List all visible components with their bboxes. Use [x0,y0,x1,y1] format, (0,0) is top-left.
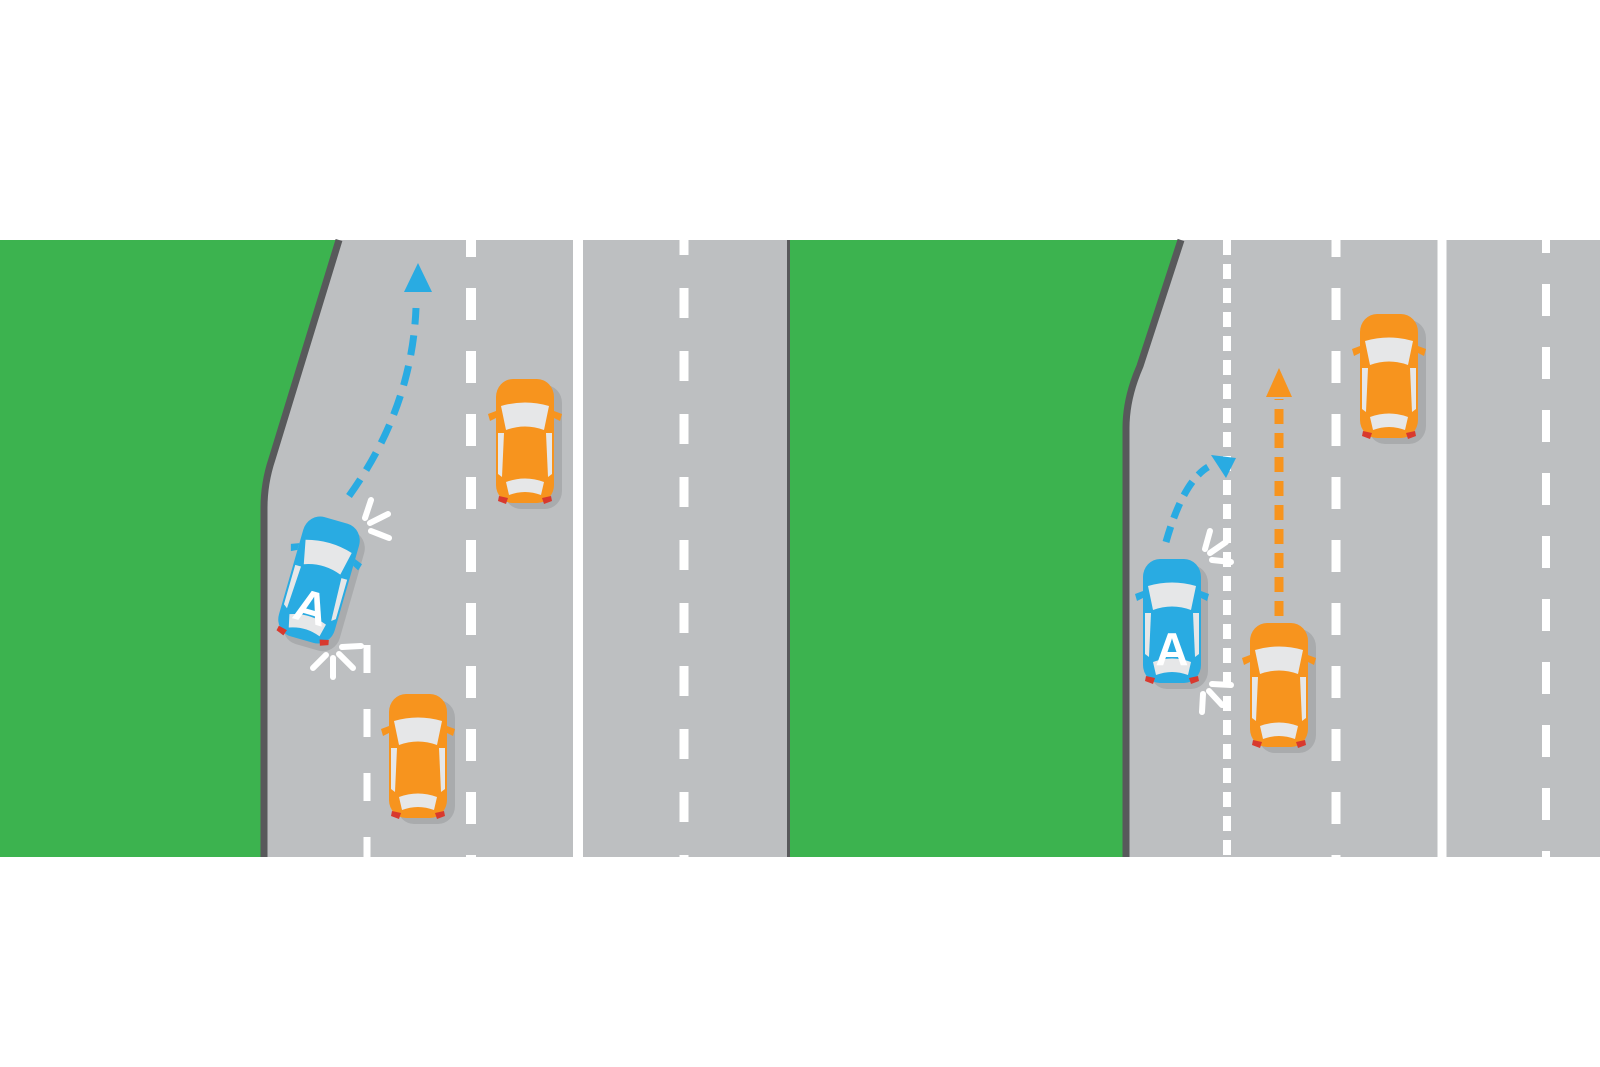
car-body [1352,314,1426,439]
orange-car-beside-right [1242,623,1316,753]
orange-car-behind-left [381,694,455,824]
orange-car-ahead-right [1352,314,1426,444]
indicator-flash-marks-left [310,497,392,680]
front-indicator-flash-icon [1202,528,1234,565]
panel-divider-line [787,240,790,857]
arrow-head-icon [1266,368,1292,397]
lane-markings-right [1223,240,1550,857]
grass-area-left [0,240,339,857]
indicator-flash-marks-right [1199,528,1234,715]
car-body [1242,623,1316,748]
panel-lane-end-merge: A [0,238,787,857]
road-edge-line-left [260,238,343,857]
lane-markings-left [363,240,689,857]
car-body [381,694,455,819]
arrow-dashed-curve [1162,464,1210,543]
road-edge-line-right [1122,238,1185,857]
arrow-head-icon [1211,455,1236,478]
orange-car-ahead-left [488,379,562,509]
orange-forward-arrow [1266,368,1292,616]
blue-car-a-right: A [1135,559,1209,689]
grass-area-right [790,240,1181,857]
car-body [488,379,562,504]
car-a-label-right: A [1155,623,1188,675]
panel-blocked-merge: A [790,238,1600,857]
arrow-dashed-curve [346,307,420,499]
blue-merge-arc-arrow-right [1162,455,1236,543]
blue-merge-path-arrow-left [346,263,432,499]
blue-car-a-left: A [265,510,372,656]
rear-indicator-flash-icon [310,643,364,680]
arrow-head-icon [404,263,432,292]
front-indicator-flash-icon [362,497,392,541]
rear-indicator-flash-icon [1199,681,1234,715]
